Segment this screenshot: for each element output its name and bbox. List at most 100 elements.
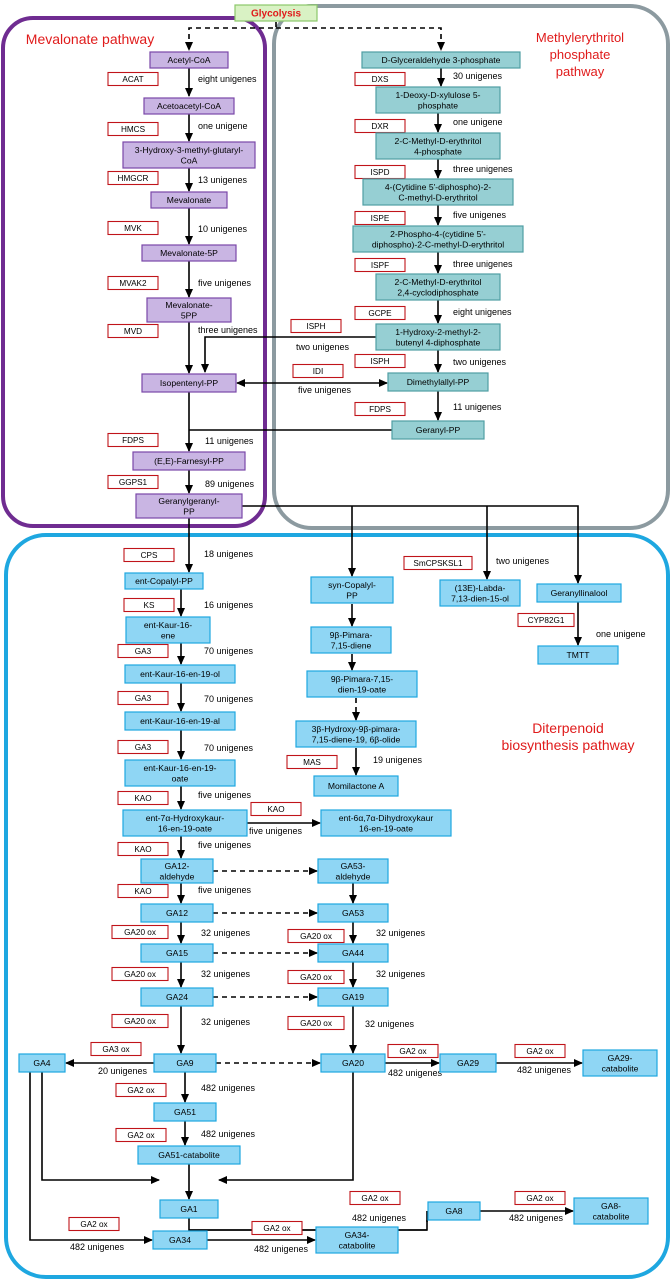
start-box [234, 4, 318, 22]
metabolite-label: 2-C-Methyl-D-erythritol [395, 277, 482, 287]
enzyme-name: FDPS [122, 436, 144, 445]
enzyme-box [68, 1216, 120, 1232]
metabolite-acetoacetyl-coa: Acetoacetyl-CoA [143, 97, 235, 115]
enzyme-box [514, 1190, 566, 1206]
metabolite-label: GA44 [342, 948, 364, 958]
enzyme-name: ISPH [370, 357, 389, 366]
unigene-count: two unigenes [453, 357, 507, 367]
unigene-count: one unigene [453, 117, 503, 127]
metabolite-box [352, 225, 524, 253]
metabolite-hydroxy-pimaradiene: 3β-Hydroxy-9β-pimara-7,15-diene-19, 6β-o… [295, 720, 417, 748]
metabolite-ga44: GA44 [317, 943, 389, 963]
metabolite-ga29-cat: GA29-catabolite [582, 1049, 658, 1077]
metabolite-label: 7,13-dien-15-ol [451, 593, 509, 603]
metabolite-box [18, 1053, 66, 1073]
unigene-count: three unigenes [453, 259, 513, 269]
metabolite-box [317, 903, 389, 923]
metabolite-box [317, 987, 389, 1007]
enzyme-box [107, 220, 159, 236]
metabolite-box [124, 572, 204, 590]
unigene-count: 482 unigenes [517, 1065, 572, 1075]
metabolite-label: ent-Copalyl-PP [135, 576, 193, 586]
unigene-count: 482 unigenes [388, 1068, 443, 1078]
metabolite-box [124, 711, 236, 731]
metabolite-box [582, 1049, 658, 1077]
enzyme-box [107, 170, 159, 186]
metabolite-label: (13E)-Labda- [455, 583, 506, 593]
metabolite-label: GA24 [166, 992, 188, 1002]
enzyme-name: GA3 [135, 743, 152, 752]
unigene-count: two unigenes [296, 342, 350, 352]
unigene-count: 482 unigenes [509, 1213, 564, 1223]
enzyme-name: SmCPSKSL1 [413, 559, 463, 568]
enzyme-box [517, 612, 575, 628]
metabolite-label: dien-19-oate [338, 684, 386, 694]
unigene-count: three unigenes [453, 164, 513, 174]
enzyme-name: KAO [134, 887, 151, 896]
metabolite-label: oate [172, 773, 189, 783]
metabolite-label: syn-Copalyl- [328, 580, 376, 590]
metabolite-ga20: GA20 [320, 1053, 386, 1073]
metabolite-ga4: GA4 [18, 1053, 66, 1073]
enzyme-box [107, 275, 159, 291]
unigene-count: five unigenes [198, 885, 252, 895]
metabolite-label: Geranyl-PP [416, 425, 461, 435]
enzyme-box [403, 555, 473, 571]
metabolite-ga51-cat: GA51-catabolite [137, 1145, 241, 1165]
metabolite-mevalonate: Mevalonate [150, 191, 228, 209]
metabolite-box [143, 97, 235, 115]
metabolite-label: butenyl 4-diphosphate [396, 337, 481, 347]
enzyme-box [107, 474, 159, 490]
enzyme-box [117, 883, 169, 899]
enzyme-name: MVD [124, 327, 142, 336]
enzyme-box [354, 305, 406, 321]
unigene-count: 32 unigenes [376, 928, 426, 938]
region-diterp-title: Diterpenoid [532, 720, 604, 736]
arrow-ga4-ga1 [41, 1072, 160, 1184]
metabolite-box [153, 1053, 217, 1073]
metabolite-box [439, 1053, 497, 1073]
metabolite-label: 16-en-19-oate [158, 823, 212, 833]
metabolite-label: catabolite [602, 1063, 639, 1073]
metabolite-box [124, 664, 236, 684]
enzyme-box [287, 1015, 345, 1031]
metabolite-label: 1-Hydroxy-2-methyl-2- [395, 327, 481, 337]
enzyme-box [107, 432, 159, 448]
unigene-count: 13 unigenes [198, 175, 248, 185]
unigene-count: five unigenes [198, 840, 252, 850]
metabolite-box [317, 943, 389, 963]
metabolite-label: Mevalonate [167, 195, 212, 205]
metabolite-label: D-Glyceraldehyde 3-phosphate [382, 55, 501, 65]
metabolite-label: GA29- [608, 1053, 633, 1063]
enzyme-box [107, 323, 159, 339]
unigene-count: 11 unigenes [453, 402, 502, 412]
metabolite-box [317, 858, 389, 884]
metabolite-box [375, 323, 501, 351]
unigene-count: 16 unigenes [204, 600, 254, 610]
enzyme-box [251, 1220, 303, 1236]
enzyme-name: GA2 ox [399, 1047, 426, 1056]
enzyme-name: GA20 ox [124, 1017, 156, 1026]
enzyme-name: MVK [124, 224, 142, 233]
metabolite-box [141, 244, 237, 262]
unigene-count: five unigenes [198, 278, 252, 288]
enzyme-name: GA20 ox [300, 932, 332, 941]
metabolite-label: Momilactone A [328, 781, 385, 791]
enzyme-box [117, 690, 169, 706]
metabolite-label: 4-phosphate [414, 146, 462, 156]
enzyme-box [111, 924, 169, 940]
metabolite-label: GA53 [342, 908, 364, 918]
enzyme-box [286, 754, 338, 770]
metabolite-box [141, 373, 237, 393]
